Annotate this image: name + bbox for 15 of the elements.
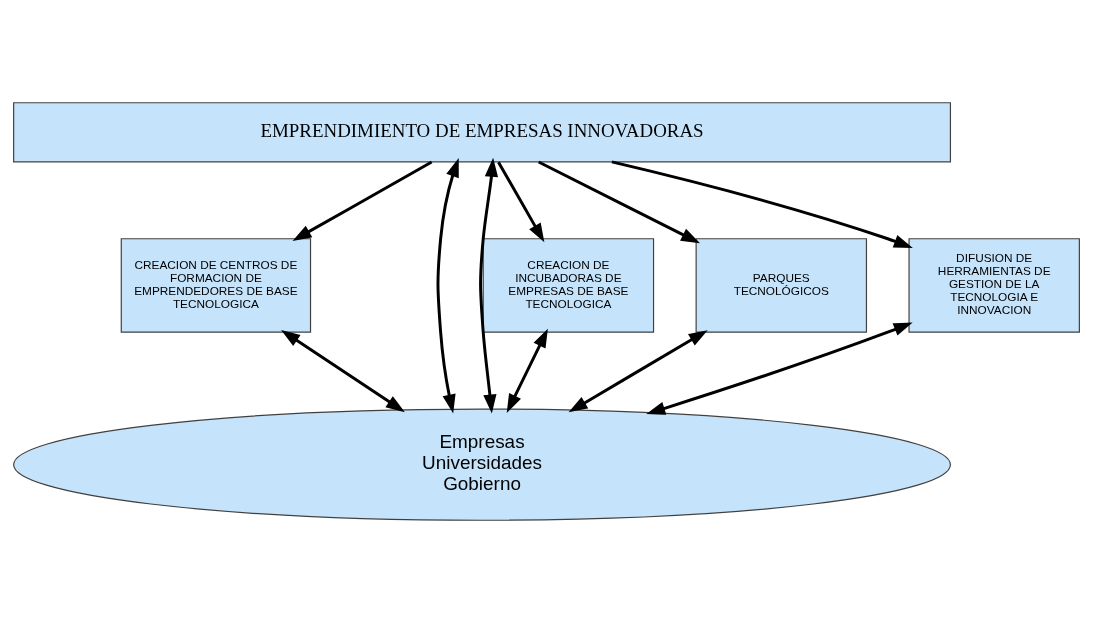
arrow xyxy=(479,157,499,414)
arrow xyxy=(506,328,548,413)
node-box: CREACION DE INCUBADORAS DE EMPRESAS DE BASE TECNOLOGICA xyxy=(482,237,655,333)
arrow xyxy=(646,321,913,415)
arrow xyxy=(281,329,405,412)
node-box: PARQUES TECNOLÓGICOS xyxy=(695,237,868,333)
arrow xyxy=(436,157,459,413)
arrow xyxy=(568,329,708,412)
arrow xyxy=(497,160,545,242)
node-box: CREACION DE CENTROS DE FORMACION DE EMPRENDEDORES DE BASE TECNOLOGICA xyxy=(120,237,312,333)
node-box: DIFUSION DE HERRAMIENTAS DE GESTION DE LA TECNOLOGIA E INNOVACION xyxy=(908,237,1080,333)
node-box: EMPRENDIMIENTO DE EMPRESAS INNOVADORAS xyxy=(13,101,951,162)
arrow xyxy=(292,160,433,241)
node-ellipse: Empresas Universidades Gobierno xyxy=(13,408,951,521)
arrow xyxy=(538,160,700,243)
